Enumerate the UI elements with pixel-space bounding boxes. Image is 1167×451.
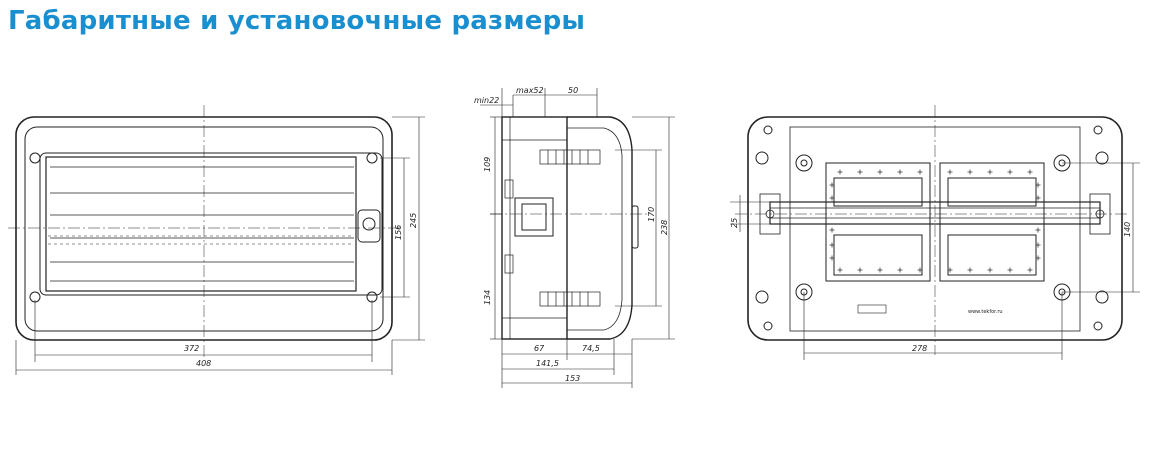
side-base — [501, 116, 568, 340]
back-knockout-bl — [833, 234, 923, 276]
back-corner-screws — [755, 125, 1109, 331]
dim-front-height-inner: 156 — [394, 225, 403, 240]
front-view — [8, 105, 425, 375]
dim-front-width-outer: 408 — [196, 359, 211, 368]
back-mount-holes — [795, 154, 1071, 301]
back-cross-marks — [829, 169, 1041, 273]
front-window-grid — [48, 235, 354, 245]
side-cover-inner — [567, 127, 623, 331]
side-rail-inner — [521, 203, 547, 231]
side-rail — [514, 197, 554, 237]
back-knockout-tl — [833, 177, 923, 207]
dim-side-bottom-c: 141,5 — [536, 359, 559, 368]
dim-side-bottom-a: 67 — [534, 344, 545, 353]
front-lock — [357, 209, 381, 243]
front-centerlines — [8, 105, 402, 360]
dim-side-height-inner: 170 — [647, 207, 656, 222]
side-wall-details — [502, 117, 567, 339]
dim-back-rail-offset: 25 — [730, 218, 739, 228]
side-handle — [631, 205, 639, 249]
page-title: Габаритные и установочные размеры — [8, 6, 586, 36]
side-terminals — [539, 149, 601, 307]
dim-side-top-max: max52 — [516, 86, 544, 95]
dim-side-bottom-total: 153 — [565, 374, 580, 383]
back-knockout-br — [947, 234, 1037, 276]
dim-side-height-total: 238 — [660, 220, 669, 235]
dim-side-upper: 109 — [483, 157, 492, 172]
side-view — [480, 88, 675, 388]
dim-back-mount-height: 140 — [1123, 222, 1132, 237]
front-screws — [29, 152, 378, 303]
back-logo-block — [857, 304, 887, 314]
front-lock-circle — [362, 217, 376, 231]
dim-side-bottom-b: 74,5 — [582, 344, 600, 353]
back-panel-left — [825, 162, 931, 282]
dim-back-mount-width: 278 — [912, 344, 927, 353]
dim-side-lower: 134 — [483, 290, 492, 305]
back-view: www.tekfor.ru — [730, 105, 1140, 360]
front-window — [45, 156, 357, 292]
back-panel-right — [939, 162, 1045, 282]
front-door — [39, 152, 383, 296]
front-window-stripes — [50, 166, 354, 282]
back-knockout-tr — [947, 177, 1037, 207]
dim-side-top-depth: 50 — [568, 86, 578, 95]
side-dimension-lines — [480, 88, 675, 388]
dim-front-height-outer: 245 — [409, 213, 418, 228]
front-dimension-lines — [15, 116, 425, 375]
dim-front-width-inner: 372 — [184, 344, 199, 353]
back-website: www.tekfor.ru — [968, 309, 1003, 315]
back-centerlines — [735, 105, 1130, 355]
back-dimension-lines — [730, 162, 1140, 360]
dim-side-top-min: min22 — [474, 96, 499, 105]
